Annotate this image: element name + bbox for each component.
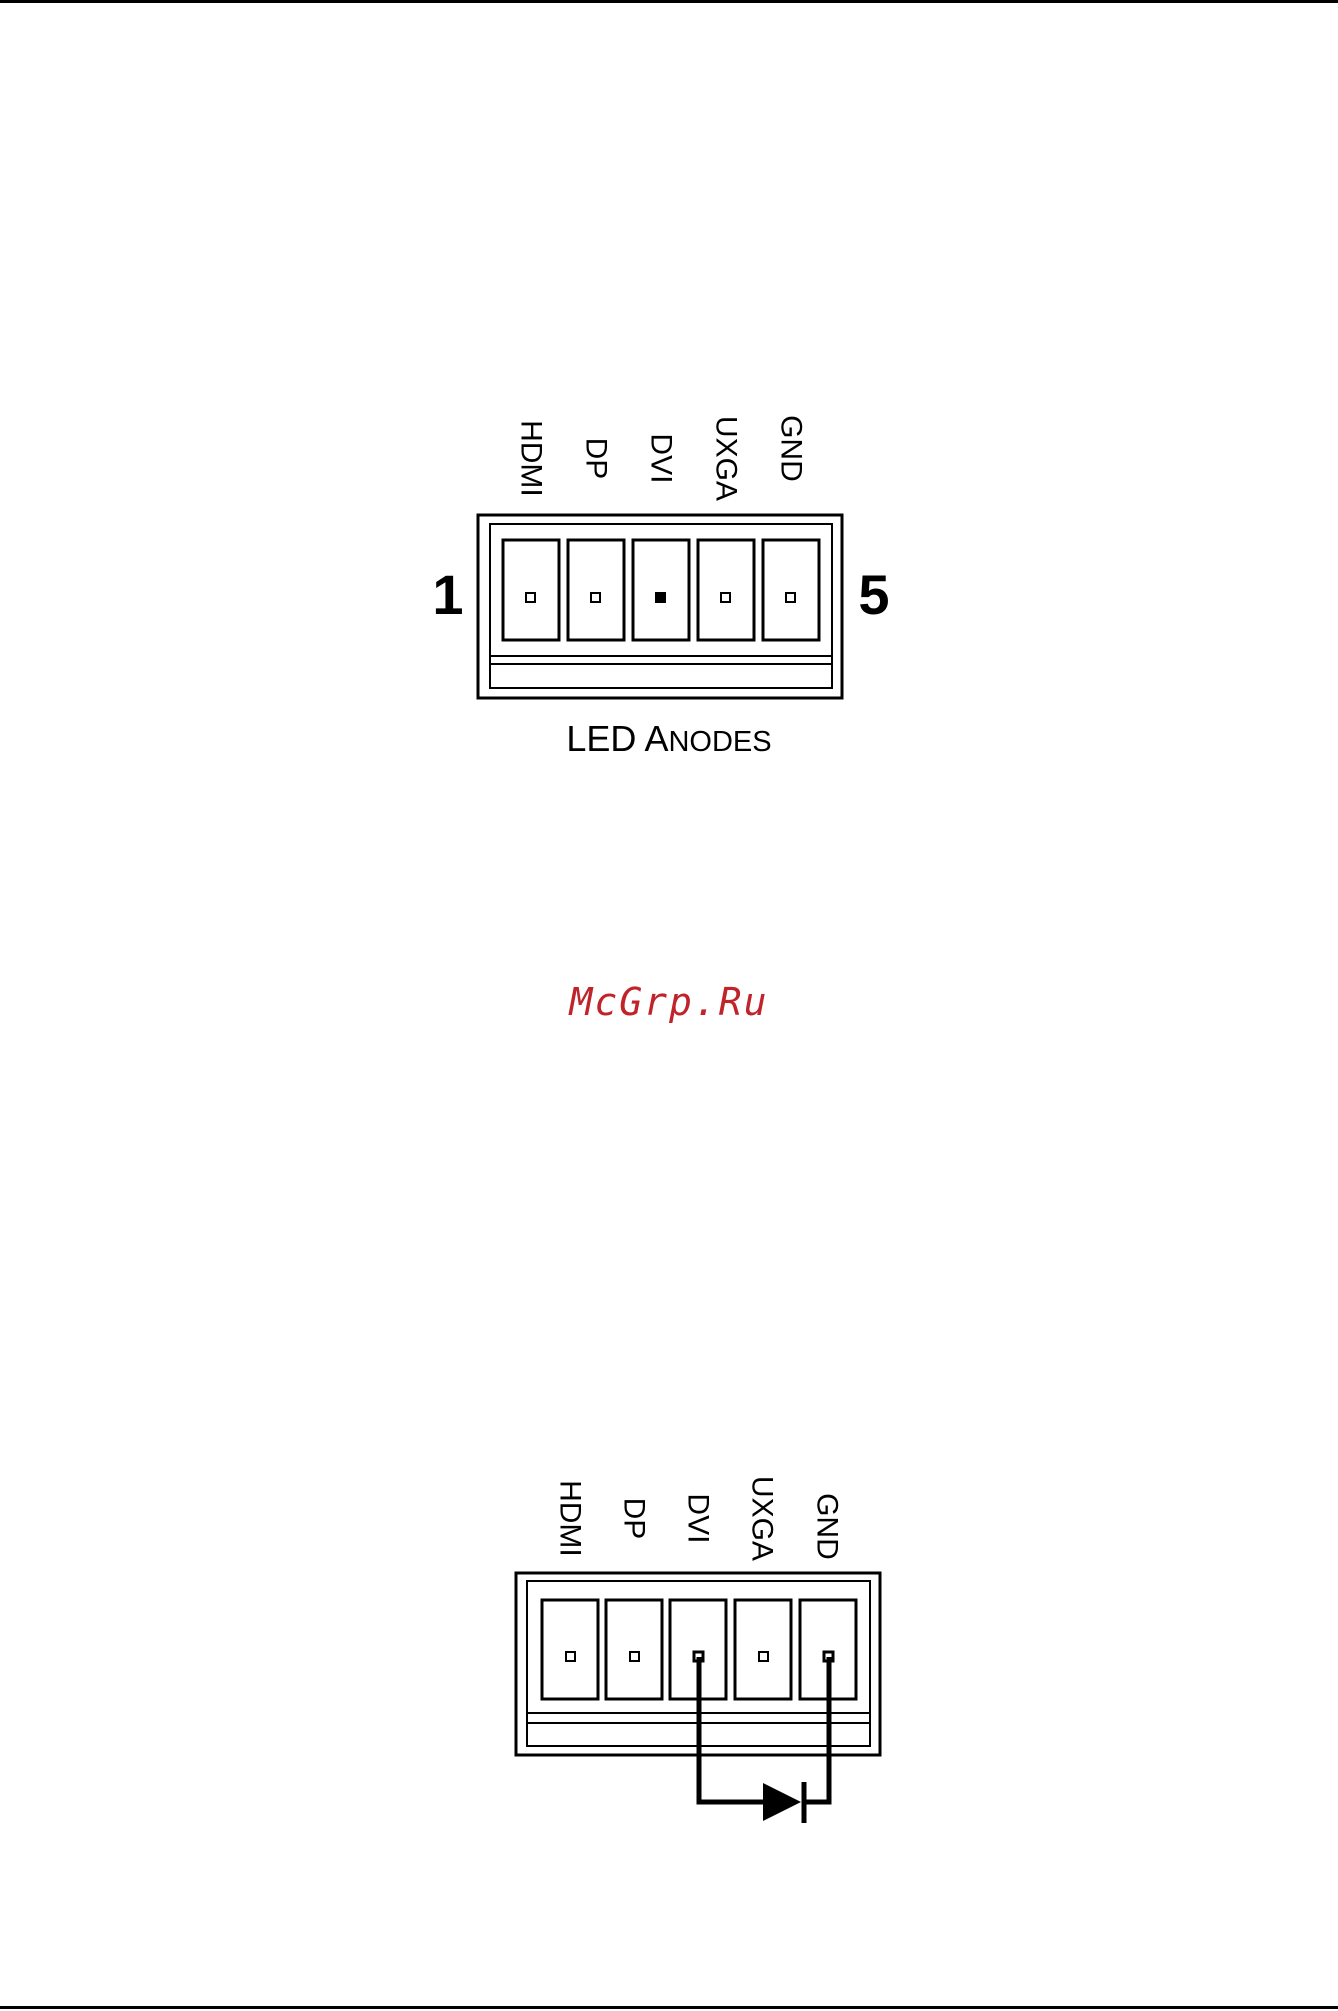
pin-labels: HDMI DP DVI UXGA GND [515,415,808,501]
pin-slot-4 [698,540,754,640]
watermark-text: McGrp.Ru [569,980,768,1024]
caption-word-anodes: ANODES [644,718,771,759]
pin-slot-2 [606,1600,662,1699]
screw-hole-5 [786,593,795,602]
pin-label-gnd: GND [811,1493,844,1560]
screw-hole-1 [526,593,535,602]
pin-slot-1 [542,1600,598,1699]
pin-number-last: 5 [858,563,889,626]
pin-slot-1 [503,540,559,640]
screw-hole-4 [721,593,730,602]
pin-label-uxga: UXGA [710,416,743,501]
led-wiring-diagram: HDMI DP DVI UXGA GND [0,1455,1338,1875]
caption-word-led: LED [566,718,636,759]
watermark: McGrp.Ru [0,980,1338,1024]
top-rule [0,0,1338,3]
screw-hole-1 [566,1652,575,1661]
pin-slots [503,540,819,640]
pin-label-dvi: DVI [645,433,678,483]
figure-caption: LED ANODES [0,718,1338,760]
pin-label-hdmi: HDMI [554,1480,587,1557]
pin-slot-5 [763,540,819,640]
pin-slot-2 [568,540,624,640]
pin-label-dp: DP [618,1498,651,1540]
screw-hole-2 [630,1652,639,1661]
pin-label-dvi: DVI [682,1493,715,1543]
led-diode-icon [763,1783,801,1821]
bottom-rule [0,2006,1338,2009]
caption-smallcaps: NODES [668,726,771,758]
screw-hole-3 [656,593,665,602]
pin-label-uxga: UXGA [746,1476,779,1561]
pin-slot-4 [735,1600,791,1699]
screw-hole-2 [591,593,600,602]
pin-number-first: 1 [432,563,463,626]
pin-label-dp: DP [580,438,613,480]
screw-hole-4 [759,1652,768,1661]
pin-slot-3 [633,540,689,640]
pin-label-hdmi: HDMI [515,420,548,497]
pin-labels: HDMI DP DVI UXGA GND [554,1476,844,1561]
connector-bottom-rail [490,656,832,688]
pin-label-gnd: GND [775,415,808,482]
caption-initial: A [644,718,668,759]
